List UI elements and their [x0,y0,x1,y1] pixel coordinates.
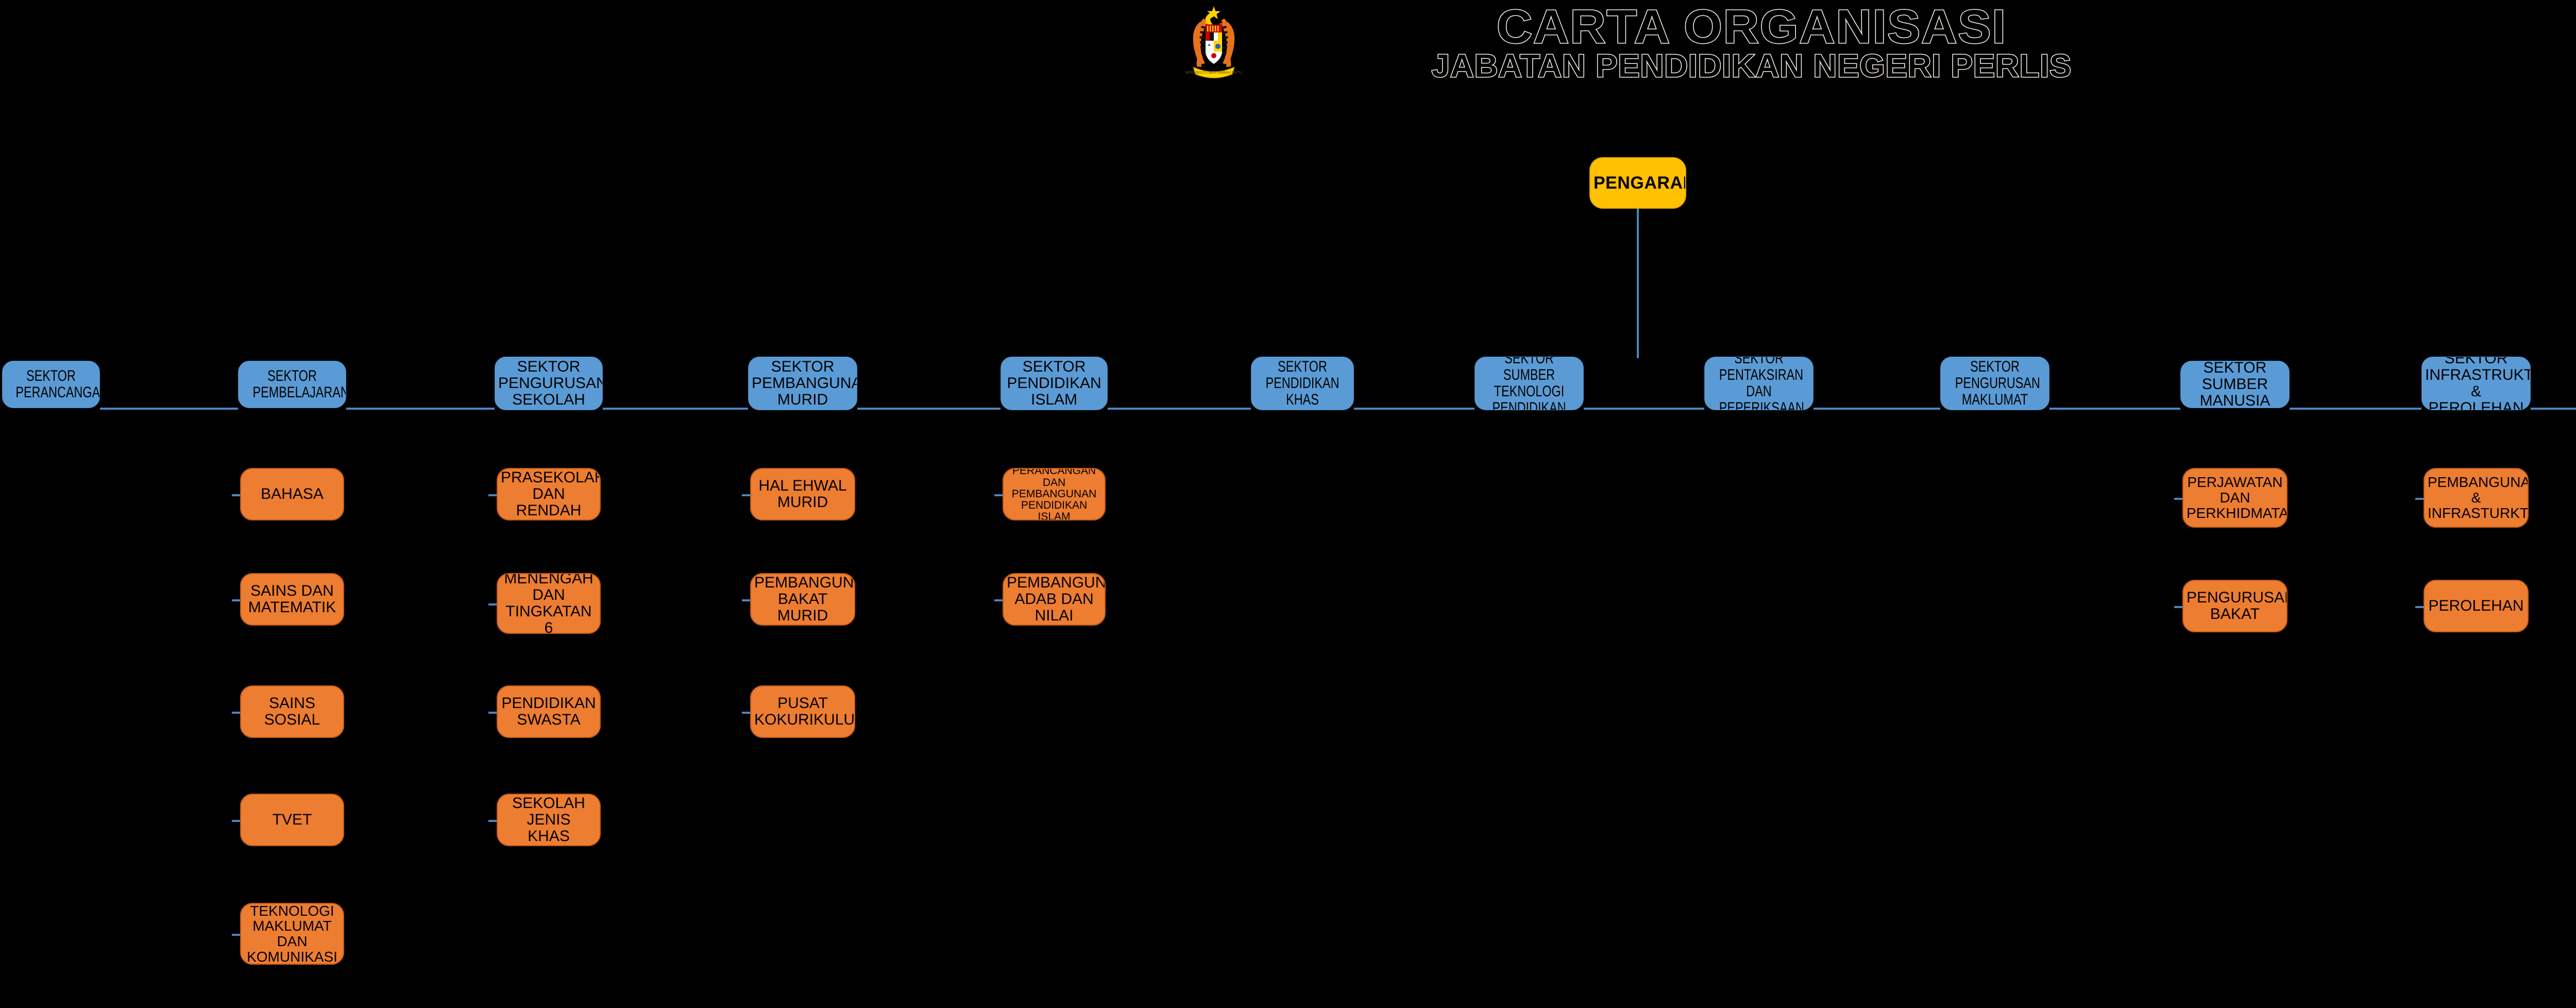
connector-sector-bus [100,408,238,410]
node-label: BAHASA [261,485,324,503]
node-label: TVET [272,811,312,829]
connector-unit-stub [232,820,240,822]
node-sector-sektor-infrastruktur-perolehan[interactable]: SEKTORINFRASTRUKTUR& PEROLEHAN [2421,357,2531,410]
connector-unit-stub [232,494,240,496]
connector-unit-stub [2415,498,2424,500]
connector-sector-bus [1814,408,1940,410]
connector-unit-stub [742,494,750,496]
connector-sector-bus [2290,408,2421,410]
node-unit-pembangunan-bakat-murid[interactable]: PEMBANGUNANBAKAT MURID [750,573,855,626]
node-label: PERJAWATANDANPERKHIDMATAN [2187,474,2286,521]
connector-unit-stub [2174,498,2182,500]
node-unit-sains-sosial[interactable]: SAINS SOSIAL [240,685,344,738]
connector-unit-stub [742,712,750,714]
connector-unit-stub [488,603,497,606]
page-subtitle: JABATAN PENDIDIKAN NEGERI PERLIS [1431,48,2072,84]
connector-sector-bus [2531,408,2576,410]
node-pengarah[interactable]: PENGARAH [1589,157,1686,209]
node-label: SEKTORPEMBANGUNANMURID [752,358,857,408]
node-unit-bahasa[interactable]: BAHASA [240,468,344,520]
node-sector-sektor-pembangunan-murid[interactable]: SEKTORPEMBANGUNANMURID [748,357,857,410]
connector-sector-bus [857,408,1001,410]
node-unit-perolehan[interactable]: PEROLEHAN [2424,580,2529,632]
connector-sector-bus [603,408,748,410]
connector-unit-stub [232,934,240,936]
connector-unit-stub [232,712,240,714]
node-label: PEMBANGUNANBAKAT MURID [754,574,854,624]
title-block: CARTA ORGANISASI JABATAN PENDIDIKAN NEGE… [1381,2,2123,85]
connector-sector-bus [1354,408,1475,410]
connector-unit-stub [488,712,497,714]
node-unit-pembangunan-adab-dan-nilai[interactable]: PEMBANGUNANADAB DAN NILAI [1003,573,1106,626]
connector-unit-stub [488,820,497,822]
node-unit-pembangunan-infrasturktur[interactable]: PEMBANGUNAN&INFRASTURKTUR [2424,468,2529,528]
connector-unit-stub [994,599,1003,601]
connector-unit-stub [232,599,240,601]
node-label: PEMBANGUNAN&INFRASTURKTUR [2428,474,2529,521]
connector-sector-bus [1584,408,1704,410]
connector-sector-bus [2049,408,2180,410]
connector-unit-stub [2174,606,2182,608]
node-label: PUSATKOKURIKULUM [754,695,855,728]
node-label: PENGARAH [1594,173,1686,193]
svg-text:BERSEKUTU BERTAMBAH MUTU: BERSEKUTU BERTAMBAH MUTU [1185,71,1242,75]
connector-unit-stub [2415,606,2424,608]
node-unit-perjawatan-dan-perkhidmatan[interactable]: PERJAWATANDANPERKHIDMATAN [2182,468,2287,528]
node-label: PEROLEHAN [2428,597,2524,615]
connector-unit-stub [488,494,497,496]
connector-sector-bus [346,408,495,410]
page-title: CARTA ORGANISASI [1496,1,2007,53]
node-label: SAINS SOSIAL [264,695,320,728]
node-label: SEKTORINFRASTRUKTUR& PEROLEHAN [2425,357,2530,410]
node-unit-tvet[interactable]: TVET [240,794,344,846]
node-label: PEMBANGUNANADAB DAN NILAI [1007,574,1106,624]
connector-sector-bus [1108,408,1251,410]
connector-unit-stub [742,599,750,601]
node-unit-pusat-kokurikulum[interactable]: PUSATKOKURIKULUM [750,685,855,738]
chart-header: BERSEKUTU BERTAMBAH MUTU CARTA ORGANISAS… [0,0,2576,119]
malaysia-coat-of-arms-emblem: BERSEKUTU BERTAMBAH MUTU [1178,3,1250,86]
connector-root-drop [1637,209,1639,358]
connector-unit-stub [994,494,1003,496]
